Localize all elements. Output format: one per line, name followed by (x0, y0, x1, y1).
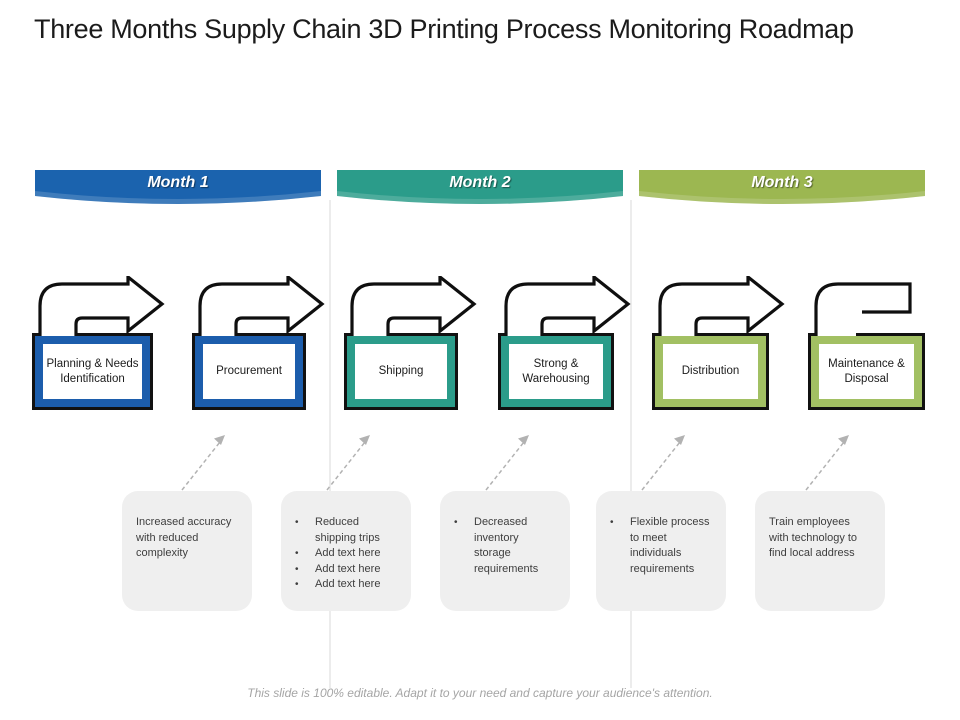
callout-text: Reduced shipping trips (315, 516, 380, 544)
bullet-dot: • (295, 579, 299, 591)
bullet-dot: • (295, 548, 299, 560)
banner-ribbon-shape (639, 170, 925, 204)
stage-label: Strong & Warehousing (522, 357, 590, 385)
callout-text: Add text here (315, 578, 381, 591)
banner-ribbon-shape (35, 170, 321, 204)
callout-item: • Flexible process to meet individuals re… (610, 515, 716, 577)
dashed-connector-arrow-icon (638, 429, 694, 493)
stage-inner-panel: Maintenance & Disposal (819, 344, 914, 399)
bent-arrow-icon (346, 273, 480, 336)
section-divider (329, 200, 331, 688)
stage-inner-panel: Procurement (203, 344, 295, 399)
dashed-connector-arrow-icon (178, 429, 234, 493)
callout-card: • Decreased inventory storage requirement… (440, 491, 570, 611)
stage-inner-panel: Planning & Needs Identification (43, 344, 142, 399)
callout-text: Flexible process to meet individuals req… (630, 516, 710, 575)
bullet-dot: • (295, 563, 299, 575)
bent-arrow-icon (34, 273, 168, 336)
stage-label: Planning & Needs Identification (46, 357, 139, 385)
callout-item: • Add text here (295, 562, 401, 578)
bullet-dot: • (610, 517, 614, 528)
stage-label: Procurement (216, 365, 282, 378)
stage-box: Procurement (192, 333, 306, 410)
callout-item: Increased accuracy with reduced complexi… (136, 515, 242, 562)
month-label: Month 2 (449, 174, 511, 191)
callout-item: • Add text here (295, 577, 401, 593)
callout-item: • Decreased inventory storage requirement… (454, 515, 560, 577)
stage-label: Shipping (378, 365, 424, 378)
dashed-connector-arrow-icon (323, 429, 379, 493)
bent-arrow-icon (500, 273, 634, 336)
callout-text: Add text here (315, 547, 381, 560)
callout-card: • Reduced shipping trips • Add text here • Ad… (281, 491, 411, 611)
stage-inner-panel: Strong & Warehousing (509, 344, 603, 399)
stage-box: Shipping (344, 333, 458, 410)
dashed-connector-arrow-icon (802, 429, 858, 493)
banner-ribbon-shape (337, 170, 623, 204)
callout-text: Decreased inventory storage requirements (474, 516, 539, 575)
callout-item: Train employees with technology to find … (769, 515, 875, 562)
dashed-connector-arrow-icon (482, 429, 538, 493)
month-label: Month 1 (147, 174, 209, 191)
bent-arrow-icon (654, 273, 788, 336)
bent-arrow-icon (810, 276, 944, 336)
stage-box: Distribution (652, 333, 769, 410)
callout-card: Increased accuracy with reduced complexi… (122, 491, 252, 611)
stage-box: Maintenance & Disposal (808, 333, 925, 410)
month-banner: Month 3 (639, 170, 925, 214)
callout-text: Increased accuracy with reduced complexi… (136, 516, 232, 560)
month-label: Month 3 (751, 174, 813, 191)
callout-card: Train employees with technology to find … (755, 491, 885, 611)
callout-item: • Add text here (295, 546, 401, 562)
callout-item: • Reduced shipping trips (295, 515, 401, 546)
callout-text: Add text here (315, 562, 381, 575)
stage-box: Strong & Warehousing (498, 333, 614, 410)
bullet-dot: • (454, 517, 458, 528)
month-banner: Month 1 (35, 170, 321, 214)
stage-label: Distribution (681, 365, 740, 378)
bent-arrow-icon (194, 273, 328, 336)
month-banner: Month 2 (337, 170, 623, 214)
bullet-dot: • (295, 517, 299, 528)
footer-note: This slide is 100% editable. Adapt it to… (247, 686, 713, 700)
stage-inner-panel: Shipping (355, 344, 447, 399)
stage-inner-panel: Distribution (663, 344, 758, 399)
page-title: Three Months Supply Chain 3D Printing Pr… (34, 14, 854, 44)
stage-box: Planning & Needs Identification (32, 333, 153, 410)
callout-card: • Flexible process to meet individuals re… (596, 491, 726, 611)
stage-label: Maintenance & Disposal (828, 357, 905, 385)
section-divider (630, 200, 632, 688)
callout-text: Train employees with technology to find … (769, 516, 858, 560)
